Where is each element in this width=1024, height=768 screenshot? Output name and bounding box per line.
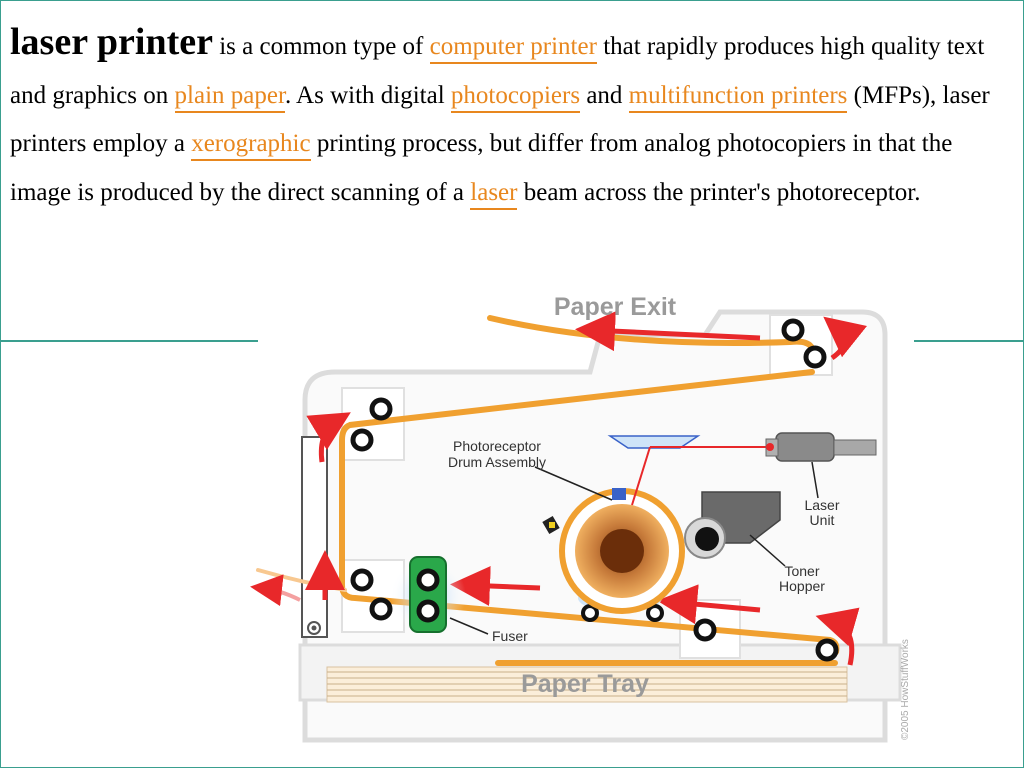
text-segment: (MFPs), laser printers employ a <box>10 81 990 158</box>
paper-exit-label: Paper Exit <box>554 293 677 321</box>
laser-beam-path <box>607 435 770 506</box>
side-door <box>301 436 328 638</box>
divider-right <box>914 340 1024 342</box>
photoreceptor-drum: Photoreceptor Drum Assembly <box>448 438 685 614</box>
copyright-text: ©2005 HowStuffWorks <box>900 639 911 740</box>
paper-tray: Paper Tray <box>326 666 848 703</box>
text-segment: beam across the printer's photoreceptor. <box>517 178 921 206</box>
toner-hopper: Toner Hopper <box>684 491 825 594</box>
link-multifunction-printers[interactable]: multifunction printers <box>628 81 848 113</box>
laser-printer-diagram: Paper Tray <box>250 280 930 750</box>
link-xerographic[interactable]: xerographic <box>191 130 311 161</box>
paper-direction-arrows <box>250 311 868 666</box>
link-laser[interactable]: laser <box>470 178 518 210</box>
link-photocopiers[interactable]: photocopiers <box>450 81 581 113</box>
laser-unit: Laser Unit <box>765 432 877 528</box>
link-computer-printer[interactable]: computer printer <box>429 33 597 64</box>
toner-label-line1: Toner <box>784 563 819 579</box>
text-segment: that rapidly produces high quality text … <box>10 33 985 109</box>
text-segment: is a common type of <box>212 33 430 60</box>
fuser-label: Fuser <box>492 628 528 644</box>
laser-label-line1: Laser <box>804 497 839 513</box>
text-segment: printing process, but differ from analog… <box>10 130 953 206</box>
drum-label-line1: Photoreceptor <box>453 438 541 454</box>
text-segment: and <box>580 81 629 109</box>
drum-label-line2: Drum Assembly <box>448 454 546 470</box>
divider-left <box>0 340 258 342</box>
text-segment: . As with digital <box>284 81 451 109</box>
roller-pairs <box>350 318 839 662</box>
article-paragraph: laser printer is a common type of comput… <box>10 18 1015 217</box>
fuser-unit: Fuser <box>390 556 528 644</box>
laser-label-line2: Unit <box>810 512 835 528</box>
term-heading: laser printer <box>10 21 213 63</box>
paper-tray-label: Paper Tray <box>521 670 649 698</box>
toner-label-line2: Hopper <box>779 578 825 594</box>
link-plain-paper[interactable]: plain paper <box>174 81 285 113</box>
